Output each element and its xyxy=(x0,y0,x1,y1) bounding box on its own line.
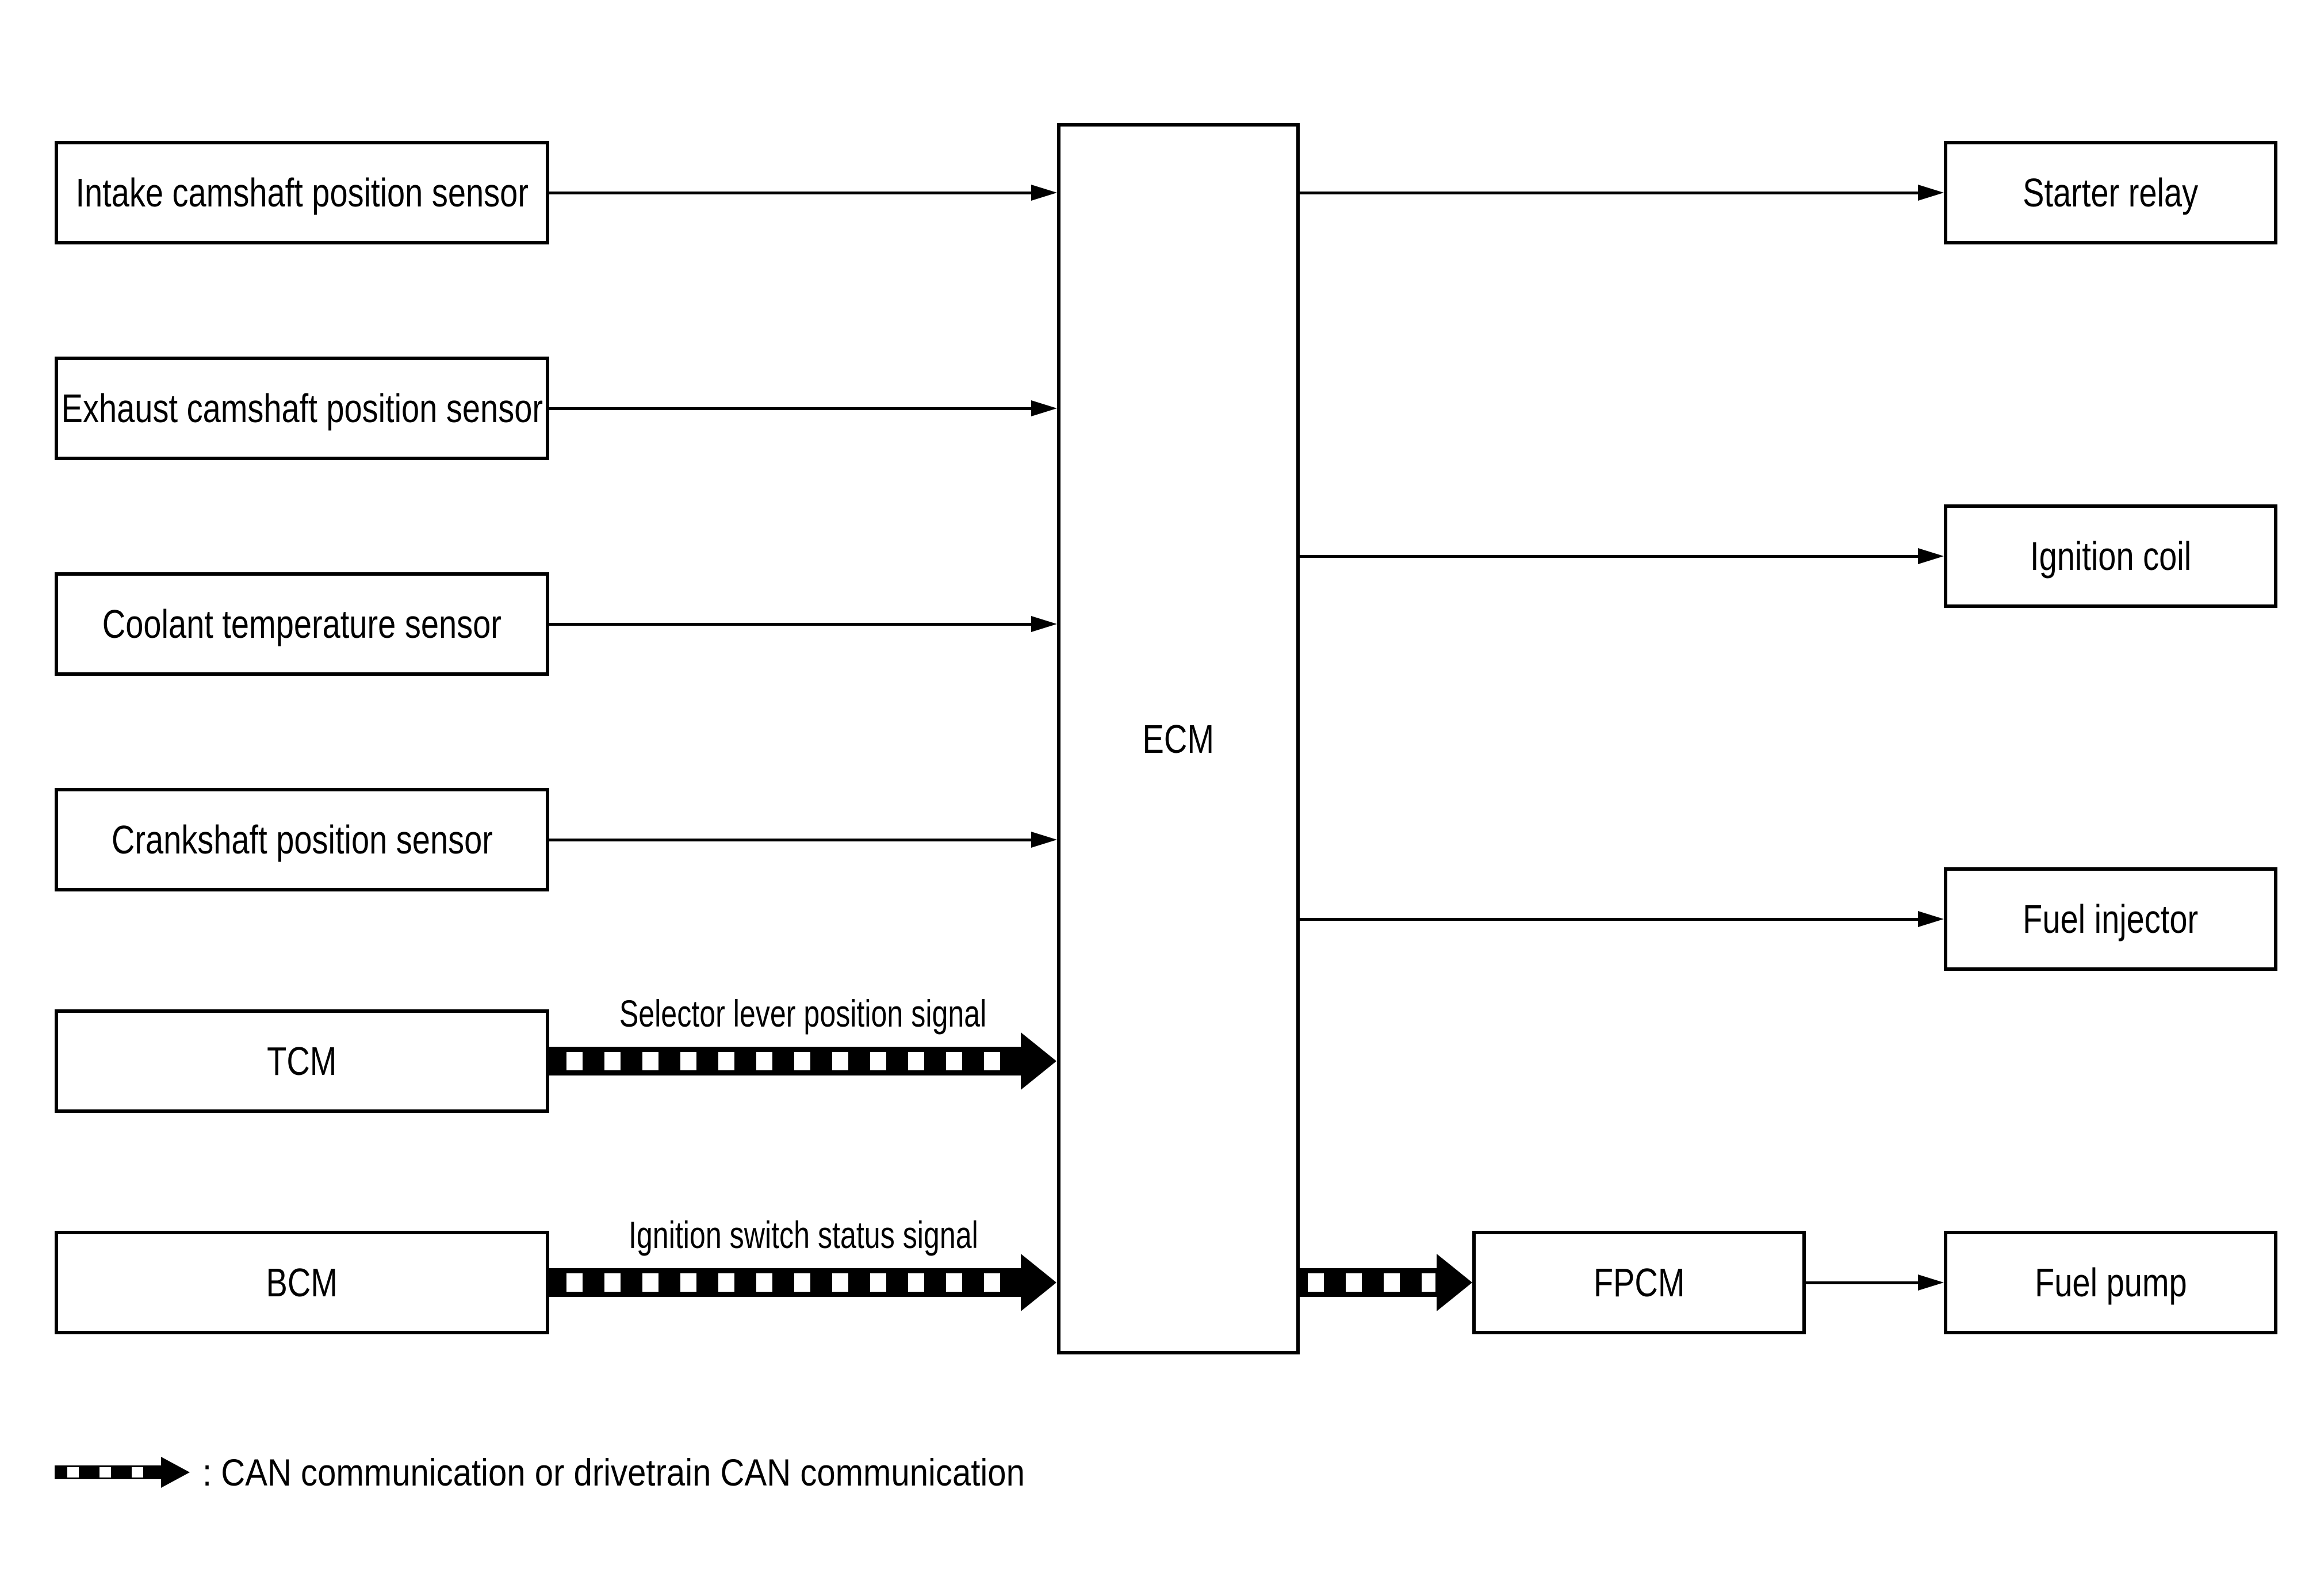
arrowhead-icon xyxy=(1031,832,1057,848)
arrowhead-icon xyxy=(1918,548,1944,564)
box-bcm: BCM xyxy=(55,1231,549,1334)
can-arrowhead-icon xyxy=(1437,1254,1472,1311)
box-label: Coolant temperature sensor xyxy=(102,602,502,646)
box-label: TCM xyxy=(267,1039,337,1084)
arrow-line xyxy=(549,192,1031,194)
signal-label-selector-lever-position: Selector lever position signal xyxy=(549,993,1057,1034)
signal-label-text: Ignition switch status signal xyxy=(628,1214,978,1256)
can-arrow-shaft xyxy=(1300,1268,1437,1297)
legend-caption-text: : CAN communication or drivetrain CAN co… xyxy=(202,1451,1025,1494)
box-fuel-injector: Fuel injector xyxy=(1944,867,2277,971)
box-ignition-coil: Ignition coil xyxy=(1944,504,2277,608)
box-label: FPCM xyxy=(1593,1260,1685,1305)
legend-caption: : CAN communication or drivetrain CAN co… xyxy=(202,1448,1137,1496)
arrow-line xyxy=(549,623,1031,626)
box-label: Ignition coil xyxy=(2030,534,2192,579)
arrowhead-icon xyxy=(1918,185,1944,201)
arrow-line xyxy=(1300,192,1918,194)
arrowhead-icon xyxy=(1031,185,1057,201)
arrow-line xyxy=(1300,918,1918,921)
can-legend-arrow-icon xyxy=(55,1465,161,1479)
box-label: Intake camshaft position sensor xyxy=(75,170,529,215)
box-exhaust-camshaft-position-sensor: Exhaust camshaft position sensor xyxy=(55,357,549,460)
arrow-line xyxy=(1806,1281,1918,1284)
box-starter-relay: Starter relay xyxy=(1944,141,2277,244)
box-label: Exhaust camshaft position sensor xyxy=(61,386,543,431)
box-label: ECM xyxy=(1142,716,1215,761)
can-arrowhead-icon xyxy=(1021,1032,1056,1090)
box-label: Crankshaft position sensor xyxy=(111,817,493,862)
box-ecm: ECM xyxy=(1057,123,1300,1354)
can-arrow-stripes xyxy=(566,1052,1020,1070)
box-fpcm: FPCM xyxy=(1472,1231,1806,1334)
can-arrowhead-icon xyxy=(1021,1254,1056,1311)
arrowhead-icon xyxy=(1918,911,1944,927)
arrow-line xyxy=(549,407,1031,410)
can-legend-arrowhead-icon xyxy=(161,1457,190,1488)
arrow-line xyxy=(549,839,1031,841)
box-fuel-pump: Fuel pump xyxy=(1944,1231,2277,1334)
arrowhead-icon xyxy=(1031,616,1057,632)
signal-label-text: Selector lever position signal xyxy=(619,992,987,1035)
box-tcm: TCM xyxy=(55,1009,549,1113)
box-coolant-temperature-sensor: Coolant temperature sensor xyxy=(55,572,549,676)
can-arrow-stripes xyxy=(566,1273,1020,1292)
signal-label-ignition-switch-status: Ignition switch status signal xyxy=(549,1214,1057,1256)
can-arrow-stripes xyxy=(1308,1273,1435,1292)
arrowhead-icon xyxy=(1918,1274,1944,1291)
box-label: Fuel injector xyxy=(2023,897,2199,941)
can-legend-arrow-stripes xyxy=(67,1467,160,1478)
can-arrow-shaft xyxy=(549,1047,1021,1075)
box-intake-camshaft-position-sensor: Intake camshaft position sensor xyxy=(55,141,549,244)
box-label: Starter relay xyxy=(2023,170,2199,215)
arrowhead-icon xyxy=(1031,400,1057,416)
box-label: BCM xyxy=(266,1260,338,1305)
can-arrow-shaft xyxy=(549,1268,1021,1297)
box-crankshaft-position-sensor: Crankshaft position sensor xyxy=(55,788,549,891)
box-label: Fuel pump xyxy=(2034,1260,2187,1305)
arrow-line xyxy=(1300,555,1918,558)
